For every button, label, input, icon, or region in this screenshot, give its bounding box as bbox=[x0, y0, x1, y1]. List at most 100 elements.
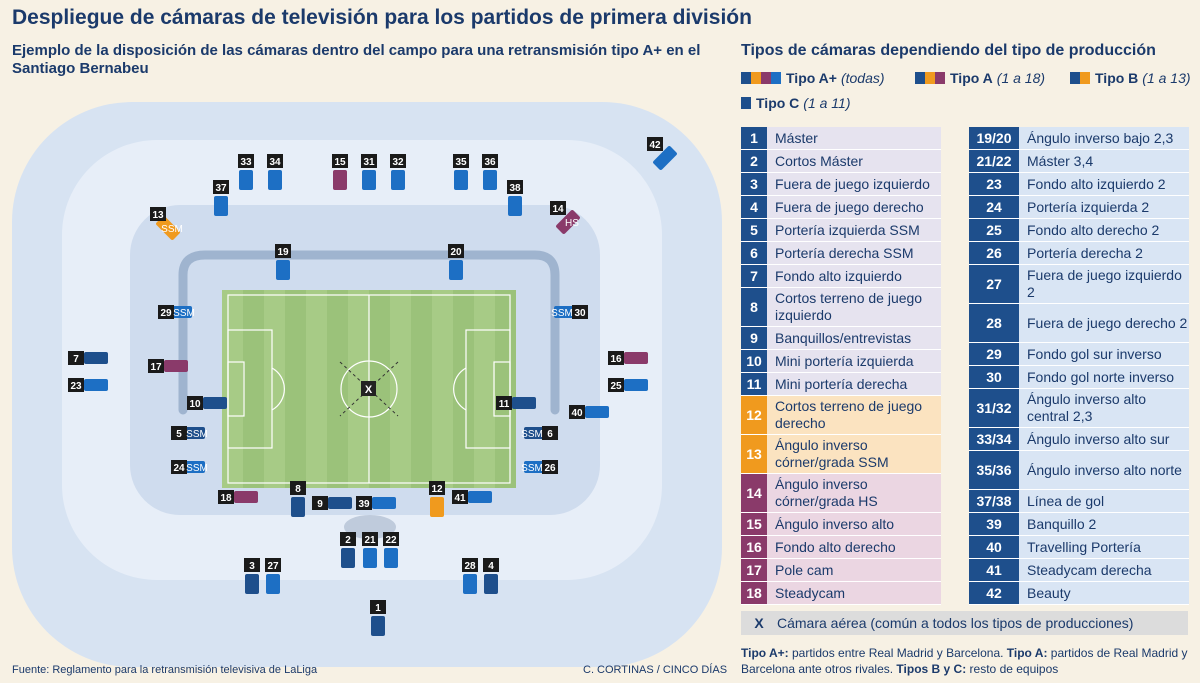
camera-25-icon: 25 bbox=[608, 378, 648, 392]
table-row-number: 42 bbox=[969, 582, 1019, 605]
table-row-label: Travelling Portería bbox=[1019, 536, 1189, 559]
camera-32-label: 32 bbox=[392, 157, 404, 168]
camera-2-label: 2 bbox=[345, 535, 351, 546]
page-title: Despliegue de cámaras de televisión para… bbox=[12, 6, 752, 29]
camera-7-label: 7 bbox=[73, 354, 79, 365]
camera-11-label: 11 bbox=[499, 399, 510, 410]
table-row-label: Steadycam bbox=[767, 582, 941, 605]
table-row-number: 6 bbox=[741, 242, 767, 265]
camera-6-icon: 6 SSM bbox=[521, 426, 558, 440]
camera-21-label: 21 bbox=[364, 535, 376, 546]
table-row-label: Ángulo inverso alto bbox=[767, 513, 941, 536]
camera-14-type-label: HS bbox=[565, 218, 579, 229]
source-note: Fuente: Reglamento para la retransmisión… bbox=[12, 664, 318, 676]
table-row-label: Steadycam derecha bbox=[1019, 559, 1189, 582]
camera-23-label: 23 bbox=[70, 381, 82, 392]
table-row-number: 24 bbox=[969, 196, 1019, 219]
table-row-label: Fondo alto izquierdo bbox=[767, 265, 941, 288]
table-row-label: Fondo gol norte inverso bbox=[1019, 366, 1189, 389]
table-row-number: 31/32 bbox=[969, 389, 1019, 428]
table-row-number: 1 bbox=[741, 127, 767, 150]
camera-8-icon: 8 bbox=[290, 481, 306, 517]
camera-20-icon: 20 bbox=[448, 244, 464, 280]
camera-27-icon: 27 bbox=[265, 558, 281, 594]
footnote: Tipo A+: partidos entre Real Madrid y Ba… bbox=[741, 646, 1188, 676]
table-row-label: Portería derecha SSM bbox=[767, 242, 941, 265]
table-row-number: 21/22 bbox=[969, 150, 1019, 173]
table-row-number: 11 bbox=[741, 373, 767, 396]
camera-2-icon: 2 bbox=[340, 532, 356, 568]
table-row-number: 25 bbox=[969, 219, 1019, 242]
camera-37-label: 37 bbox=[215, 183, 227, 194]
table-row-number: 18 bbox=[741, 582, 767, 605]
camera-6-type-label: SSM bbox=[521, 429, 543, 440]
credit: C. CORTINAS / CINCO DÍAS bbox=[583, 664, 728, 676]
camera-19-label: 19 bbox=[277, 247, 289, 258]
camera-36-label: 36 bbox=[484, 157, 496, 168]
camera-32-icon: 32 bbox=[390, 154, 406, 190]
camera-1-label: 1 bbox=[375, 603, 381, 614]
table-row-number: 29 bbox=[969, 343, 1019, 366]
table-row-label: Mini portería derecha bbox=[767, 373, 941, 396]
table-row-label: Cortos terreno de juego izquierdo bbox=[767, 288, 941, 327]
table-row-number: 40 bbox=[969, 536, 1019, 559]
aerial-num: X bbox=[754, 615, 764, 631]
table-row-label: Cortos terreno de juego derecho bbox=[767, 396, 941, 435]
table-row-label: Fondo alto derecho bbox=[767, 536, 941, 559]
camera-1-icon: 1 bbox=[370, 600, 386, 636]
camera-34-icon: 34 bbox=[267, 154, 283, 190]
table-row-number: 27 bbox=[969, 265, 1019, 304]
camera-27-label: 27 bbox=[267, 561, 279, 572]
table-row-label: Fuera de juego izquierdo bbox=[767, 173, 941, 196]
legend-item-aplus: Tipo A+(todas) bbox=[741, 70, 885, 86]
table-row-number: 4 bbox=[741, 196, 767, 219]
camera-rail bbox=[178, 250, 560, 415]
table-row-number: 7 bbox=[741, 265, 767, 288]
camera-35-label: 35 bbox=[455, 157, 467, 168]
table-row-label: Ángulo inverso córner/grada HS bbox=[767, 474, 941, 513]
camera-6-label: 6 bbox=[547, 429, 553, 440]
camera-11-icon: 11 bbox=[496, 396, 536, 410]
camera-29-label: 29 bbox=[160, 308, 172, 319]
table-row-label: Fondo alto izquierdo 2 bbox=[1019, 173, 1189, 196]
table-row-label: Ángulo inverso alto norte bbox=[1019, 451, 1189, 490]
table-row-label: Máster 3,4 bbox=[1019, 150, 1189, 173]
camera-42-label: 42 bbox=[649, 140, 661, 151]
camera-25-label: 25 bbox=[610, 381, 622, 392]
camera-38-icon: 38 bbox=[507, 180, 523, 216]
camera-13-type-label: SSM bbox=[161, 224, 183, 235]
camera-30-type-label: SSM bbox=[551, 308, 573, 319]
table-row-number: 19/20 bbox=[969, 127, 1019, 150]
table-row-number: 16 bbox=[741, 536, 767, 559]
table-row-label: Banquillo 2 bbox=[1019, 513, 1189, 536]
camera-5-type-label: SSM bbox=[186, 429, 208, 440]
camera-34-label: 34 bbox=[269, 157, 281, 168]
table-row-label: Fondo gol sur inverso bbox=[1019, 343, 1189, 366]
table-row-number: 2 bbox=[741, 150, 767, 173]
camera-3-label: 3 bbox=[249, 561, 255, 572]
camera-21-icon: 21 bbox=[362, 532, 378, 568]
camera-22-icon: 22 bbox=[383, 532, 399, 568]
camera-10-label: 10 bbox=[189, 399, 201, 410]
camera-28-icon: 28 bbox=[462, 558, 478, 594]
table-row-number: 35/36 bbox=[969, 451, 1019, 490]
